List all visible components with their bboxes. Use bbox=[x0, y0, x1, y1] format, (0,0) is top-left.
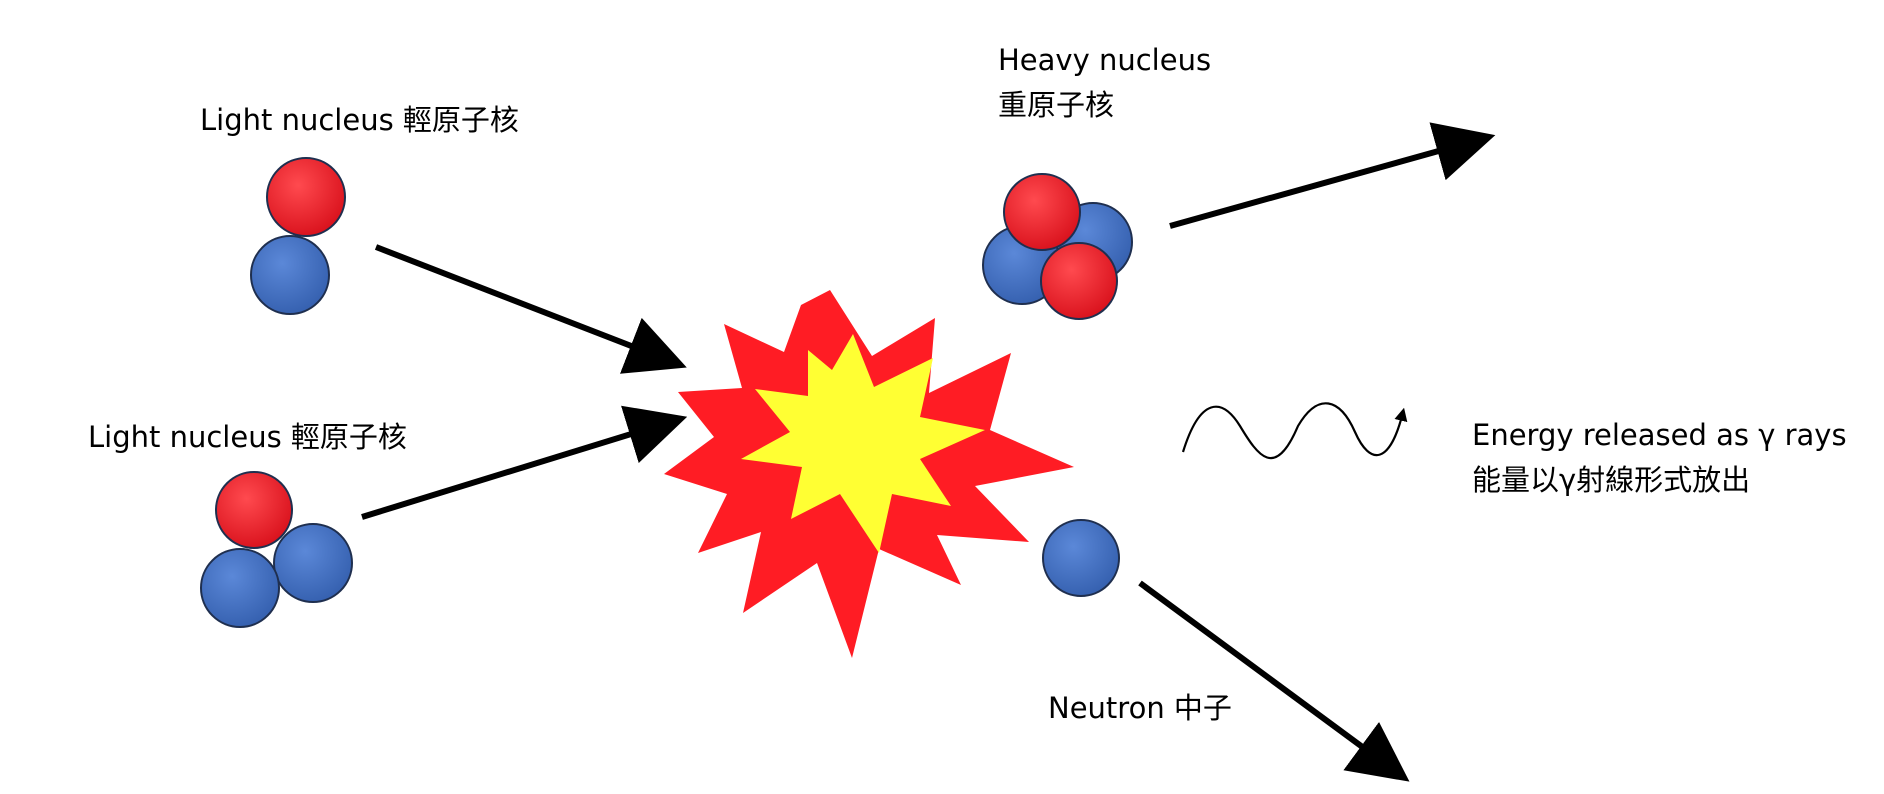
light-nucleus-top-label: Light nucleus 輕原子核 bbox=[200, 103, 519, 137]
neutron-out bbox=[1042, 519, 1120, 597]
proton-particle bbox=[1040, 242, 1118, 320]
proton-particle bbox=[266, 157, 346, 237]
energy-label-zh: 能量以γ射線形式放出 bbox=[1472, 463, 1750, 497]
proton-particle bbox=[1003, 173, 1081, 251]
arrow-neutron-out bbox=[1138, 580, 1410, 782]
neutron-particle bbox=[250, 235, 330, 315]
energy-label-en: Energy released as γ rays bbox=[1472, 418, 1847, 452]
explosion-icon bbox=[664, 290, 1074, 658]
light-nucleus-bottom bbox=[200, 471, 353, 628]
heavy-nucleus-label-zh: 重原子核 bbox=[998, 88, 1114, 122]
wave-icon bbox=[1181, 402, 1408, 460]
neutron-particle bbox=[273, 523, 353, 603]
neutron-particle bbox=[200, 548, 280, 628]
neutron-particle bbox=[1042, 519, 1120, 597]
arrow-bottom-to-explosion bbox=[361, 405, 688, 520]
neutron-label: Neutron 中子 bbox=[1048, 691, 1232, 725]
heavy-nucleus bbox=[982, 173, 1133, 320]
arrow-top-to-explosion bbox=[374, 244, 687, 374]
arrow-heavy-nucleus-out bbox=[1169, 122, 1496, 229]
proton-particle bbox=[215, 471, 293, 549]
light-nucleus-top bbox=[250, 157, 346, 315]
light-nucleus-bottom-label: Light nucleus 輕原子核 bbox=[88, 420, 407, 454]
heavy-nucleus-label-en: Heavy nucleus bbox=[998, 43, 1211, 77]
